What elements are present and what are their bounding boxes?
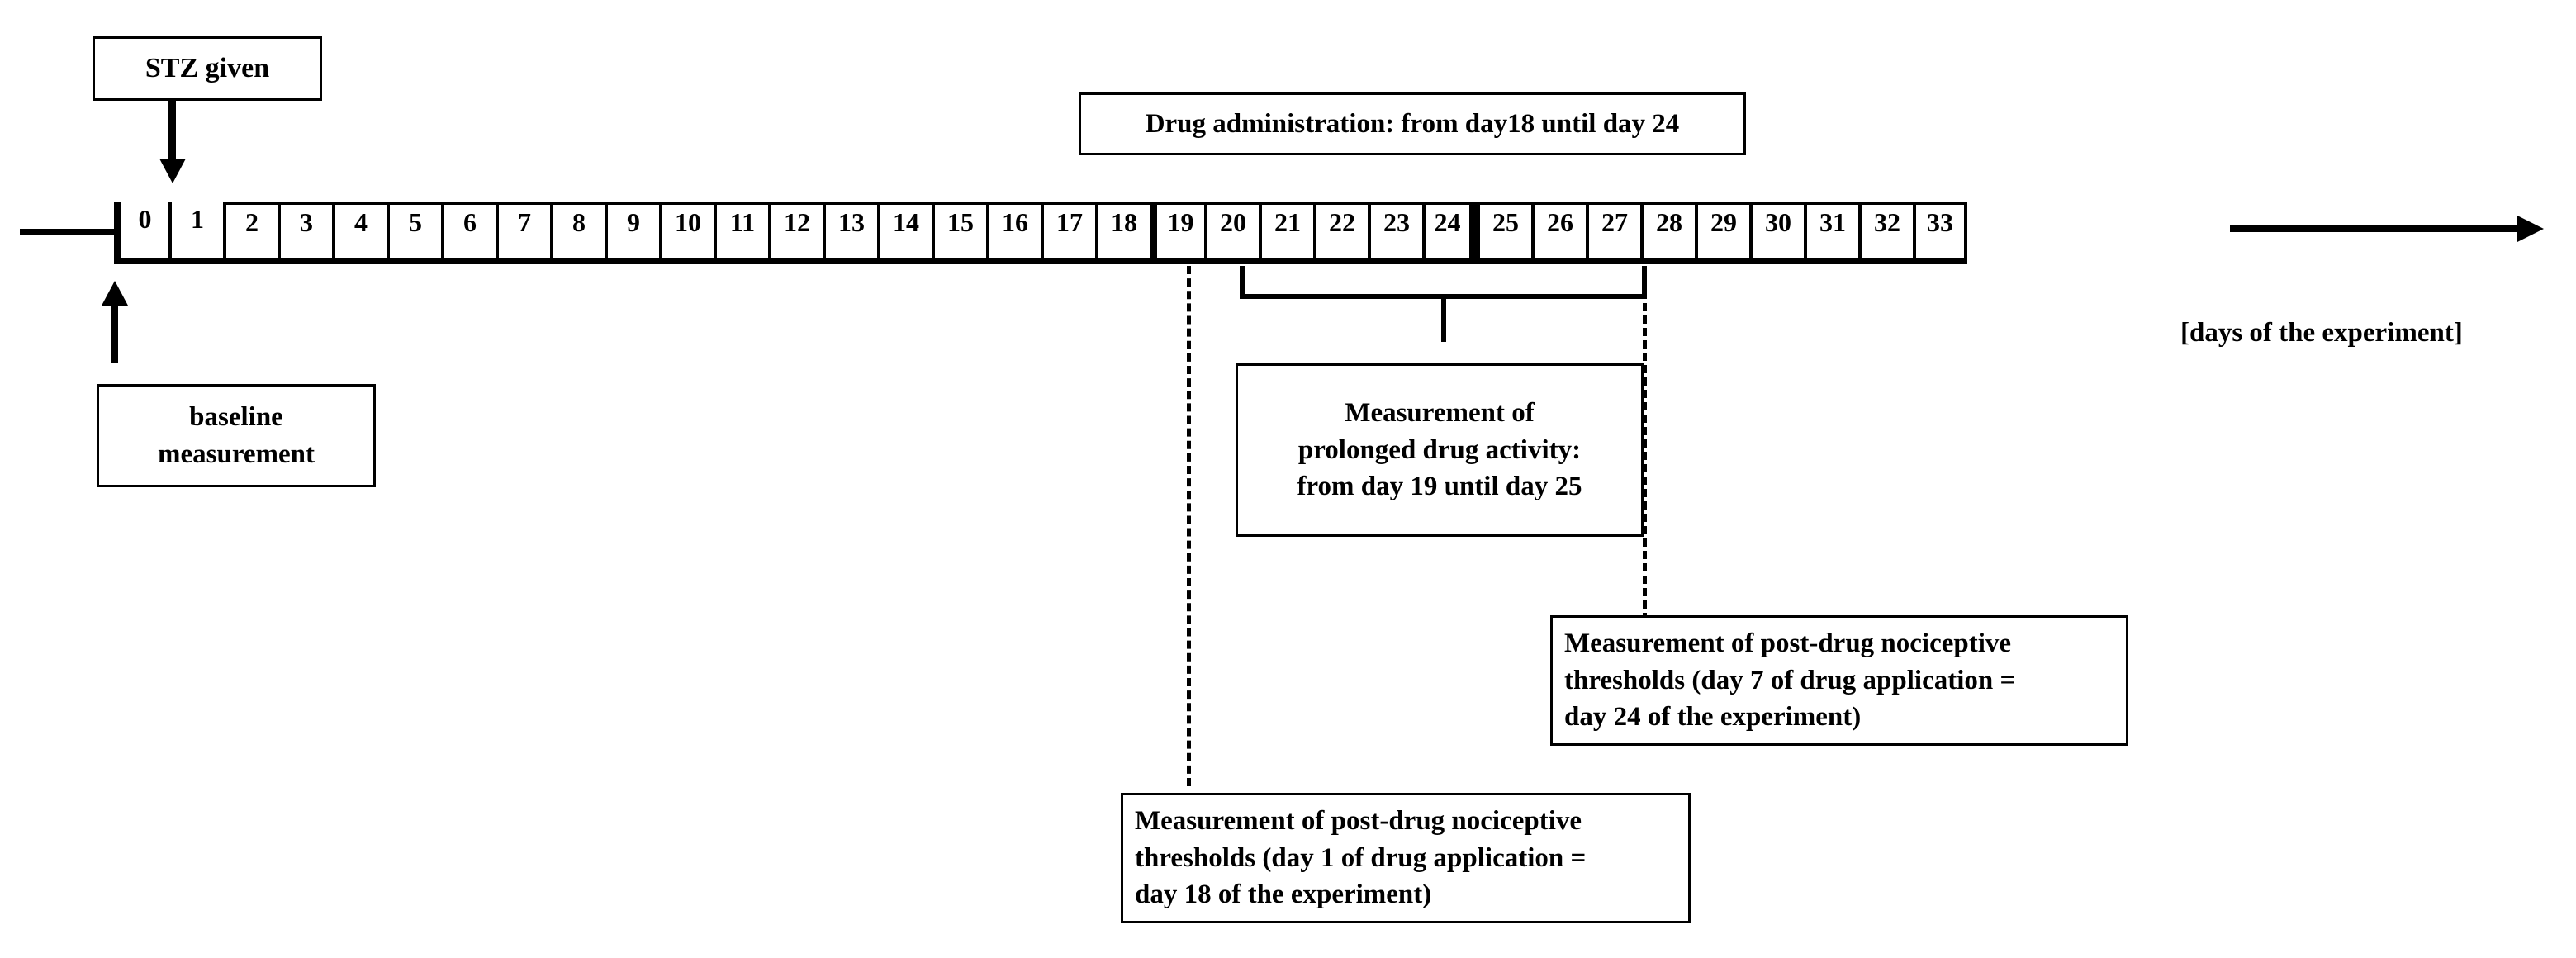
timeline-day-number: 0 (138, 204, 152, 234)
timeline-right-arrow-head (2517, 216, 2544, 242)
timeline-day-number: 24 (1434, 207, 1461, 237)
baseline-measurement-box: baseline measurement (97, 384, 376, 487)
timeline-day-cell: 20 (1204, 202, 1259, 264)
timeline-day-cell: 32 (1858, 202, 1913, 264)
stz-given-label: STZ given (145, 53, 270, 84)
timeline-day-cell: 19 (1150, 202, 1204, 264)
timeline-day-number: 25 (1492, 207, 1519, 237)
timeline-day-number: 29 (1710, 207, 1737, 237)
timeline-day-cell: 3 (278, 202, 332, 264)
stz-arrow-head (159, 159, 186, 183)
timeline-day-cell: 17 (1041, 202, 1095, 264)
timeline-day-number: 18 (1111, 207, 1137, 237)
timeline-day-cell: 4 (332, 202, 387, 264)
timeline-day-number: 9 (627, 207, 640, 237)
day18-dashed-connector (1187, 266, 1191, 786)
post-drug-day18-box: Measurement of post-drug nociceptive thr… (1121, 793, 1691, 923)
timeline-day-cell: 16 (986, 202, 1041, 264)
timeline-day-cell: 5 (387, 202, 441, 264)
timeline-day-number: 3 (300, 207, 313, 237)
timeline-day-cell: 29 (1695, 202, 1749, 264)
timeline-day-number: 7 (518, 207, 531, 237)
timeline-day-number: 20 (1220, 207, 1246, 237)
timeline-day-number: 32 (1874, 207, 1900, 237)
timeline-day-cell: 6 (441, 202, 496, 264)
timeline-day-cell: 11 (714, 202, 768, 264)
timeline-day-cell: 12 (768, 202, 823, 264)
timeline-day-number: 6 (463, 207, 477, 237)
timeline-day-cell: 21 (1259, 202, 1313, 264)
timeline-day-cell: 30 (1749, 202, 1804, 264)
timeline-day-number: 13 (838, 207, 865, 237)
post-drug-day24-label: Measurement of post-drug nociceptive thr… (1564, 628, 2016, 733)
timeline-day-cell: 8 (550, 202, 605, 264)
day25-dashed-connector (1643, 266, 1647, 621)
timeline-day-number: 8 (572, 207, 586, 237)
drug-administration-label: Drug administration: from day18 until da… (1145, 108, 1680, 139)
timeline-day-number: 21 (1274, 207, 1301, 237)
timeline-day-number: 30 (1765, 207, 1791, 237)
timeline-day-cell: 18 (1095, 202, 1150, 264)
post-drug-day24-box: Measurement of post-drug nociceptive thr… (1550, 615, 2128, 746)
timeline-day-number: 11 (729, 207, 756, 237)
timeline-day-number: 2 (245, 207, 259, 237)
baseline-arrow-shaft (111, 297, 118, 363)
timeline-day-cell: 24 (1422, 202, 1477, 264)
timeline-day-cell: 22 (1313, 202, 1368, 264)
timeline-day-number: 16 (1002, 207, 1028, 237)
timeline-day-number: 5 (409, 207, 422, 237)
timeline-day-cell: 25 (1477, 202, 1531, 264)
timeline-day-number: 26 (1547, 207, 1573, 237)
timeline-day-number: 10 (675, 207, 701, 237)
timeline-day-cell: 2 (223, 202, 278, 264)
baseline-measurement-label: baseline measurement (157, 401, 315, 469)
timeline-day-cell: 7 (496, 202, 550, 264)
timeline-day-number: 17 (1056, 207, 1083, 237)
timeline-day-number: 22 (1329, 207, 1355, 237)
timeline-day-cell: 15 (932, 202, 986, 264)
timeline-day-cell: 28 (1640, 202, 1695, 264)
timeline-right-line (2230, 225, 2521, 232)
timeline-day-number: 19 (1167, 207, 1194, 237)
stz-arrow-shaft (168, 101, 176, 167)
timeline-day-cell: 0 (114, 202, 168, 264)
brace-left-tick (1240, 266, 1245, 297)
timeline-day-number: 28 (1656, 207, 1682, 237)
timeline-day-number: 4 (354, 207, 368, 237)
timeline-day-number: 33 (1927, 207, 1953, 237)
prolonged-drug-activity-label: Measurement of prolonged drug activity: … (1297, 398, 1582, 502)
timeline-day-number: 15 (947, 207, 974, 237)
axis-label: [days of the experiment] (2180, 318, 2463, 348)
timeline-day-cell: 27 (1586, 202, 1640, 264)
timeline-day-number: 27 (1601, 207, 1628, 237)
timeline-day-cell: 10 (659, 202, 714, 264)
timeline-day-cell: 31 (1804, 202, 1858, 264)
timeline-day-cell: 13 (823, 202, 877, 264)
timeline-day-number: 23 (1383, 207, 1410, 237)
timeline-day-cell: 1 (168, 202, 223, 264)
timeline-day-cell: 23 (1368, 202, 1422, 264)
drug-administration-box: Drug administration: from day18 until da… (1079, 92, 1746, 155)
timeline-day-cell: 9 (605, 202, 659, 264)
baseline-arrow-head (102, 281, 128, 306)
timeline-day-number: 12 (784, 207, 810, 237)
stz-given-box: STZ given (93, 36, 322, 101)
timeline-day-number: 1 (191, 204, 204, 234)
timeline-day-cell: 33 (1913, 202, 1967, 264)
post-drug-day18-label: Measurement of post-drug nociceptive thr… (1135, 806, 1587, 910)
prolonged-drug-activity-box: Measurement of prolonged drug activity: … (1236, 363, 1644, 537)
brace-center-stem (1441, 294, 1446, 342)
timeline-day-cell: 14 (877, 202, 932, 264)
timeline-left-line (20, 229, 116, 235)
timeline-day-cell: 26 (1531, 202, 1586, 264)
timeline-day-number: 14 (893, 207, 919, 237)
timeline-day-number: 31 (1819, 207, 1846, 237)
